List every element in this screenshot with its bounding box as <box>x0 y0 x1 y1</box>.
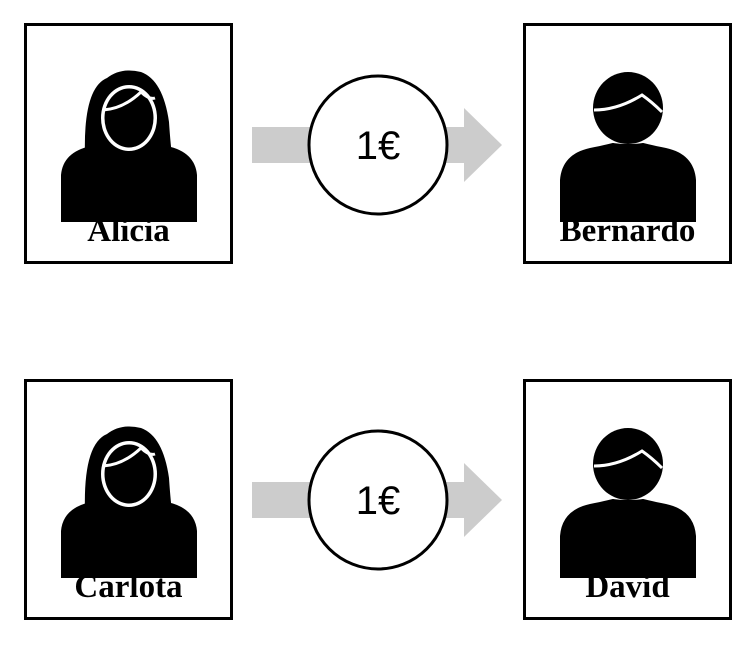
arrow-right-icon <box>252 429 502 571</box>
sender-name: Carlota <box>74 569 183 605</box>
receiver-card-david: David <box>523 379 732 620</box>
sender-name: Alicia <box>87 213 170 249</box>
sender-card-carlota: Carlota <box>24 379 233 620</box>
arrow-right-icon <box>252 74 502 216</box>
coin-icon <box>307 429 449 571</box>
coin-icon <box>307 74 449 216</box>
sender-card-alicia: Alicia <box>24 23 233 264</box>
coin-amount: 1€ <box>355 479 401 523</box>
transfer-arrow-1: 1€ <box>250 70 510 220</box>
receiver-name: Bernardo <box>559 213 696 249</box>
coin-amount: 1€ <box>355 124 401 168</box>
receiver-card-bernardo: Bernardo <box>523 23 732 264</box>
receiver-name: David <box>585 569 670 605</box>
transfer-arrow-2: 1€ <box>250 425 510 575</box>
